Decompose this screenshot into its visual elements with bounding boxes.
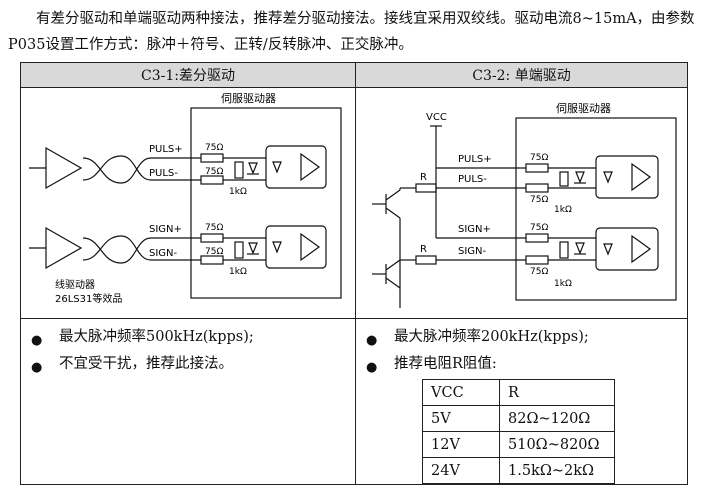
right-puls-pos: PULS+ xyxy=(458,154,492,165)
bullet-dot: ● xyxy=(366,333,378,348)
left-driver-label-2: 26LS31等效品 xyxy=(55,292,122,305)
intro-text: 有差分驱动和单端驱动两种接法，推荐差分驱动接法。接线宜采用双绞线。驱动电流8~1… xyxy=(8,11,695,53)
left-bullet-2: ●不宜受干扰，推荐此接法。 xyxy=(21,352,355,379)
right-vcc: VCC xyxy=(426,112,447,123)
left-r75-d: 75Ω xyxy=(205,247,223,257)
right-r75-d: 75Ω xyxy=(530,267,548,277)
bullet-dot: ● xyxy=(31,360,43,375)
right-r-b: R xyxy=(420,244,427,255)
wiring-table: C3-1:差分驱动 C3-2: 单端驱动 xyxy=(20,62,688,485)
left-sign-neg: SIGN- xyxy=(149,248,178,259)
table-row: 24V 1.5kΩ~2kΩ xyxy=(422,457,615,484)
right-r1k-a: 1kΩ xyxy=(554,205,572,215)
left-r1k-b: 1kΩ xyxy=(229,267,247,277)
left-puls-pos: PULS+ xyxy=(149,144,183,155)
left-r75-a: 75Ω xyxy=(205,143,223,153)
right-r75-a: 75Ω xyxy=(530,153,548,163)
right-servo-label: 伺服驱动器 xyxy=(556,102,611,115)
right-bullet-1: ●最大脉冲频率200kHz(kpps); xyxy=(356,325,687,352)
left-r75-c: 75Ω xyxy=(205,223,223,233)
header-single-ended: C3-2: 单端驱动 xyxy=(355,62,688,88)
right-sign-pos: SIGN+ xyxy=(458,224,491,235)
right-r1k-b: 1kΩ xyxy=(554,279,572,289)
single-ended-wiring-diagram: 伺服驱动器 VCC PULS+ PULS- SIGN+ SIGN- R R 75… xyxy=(372,102,677,308)
table-row: 5V 82Ω~120Ω xyxy=(422,405,615,432)
right-r-a: R xyxy=(420,172,427,183)
resistor-value-table: VCC R 5V 82Ω~120Ω 12V 510Ω~820Ω 24V 1.5k… xyxy=(422,379,615,484)
left-driver-label-1: 线驱动器 xyxy=(55,278,95,291)
table-row: VCC R xyxy=(422,379,615,406)
right-puls-neg: PULS- xyxy=(458,174,487,185)
right-bullet-2: ●推荐电阻R阻值: xyxy=(356,352,687,379)
header-differential: C3-1:差分驱动 xyxy=(20,62,356,88)
differential-notes: ●最大脉冲频率500kHz(kpps); ●不宜受干扰，推荐此接法。 xyxy=(20,318,356,485)
left-servo-label: 伺服驱动器 xyxy=(221,92,276,105)
single-ended-diagram-cell: 伺服驱动器 VCC PULS+ PULS- SIGN+ SIGN- R R 75… xyxy=(355,87,688,319)
table-row: 12V 510Ω~820Ω xyxy=(422,431,615,458)
left-r1k-a: 1kΩ xyxy=(229,187,247,197)
differential-wiring-diagram: 伺服驱动器 PULS+ PULS- SIGN+ SIGN- 75Ω 75Ω 75… xyxy=(29,92,342,305)
right-r75-c: 75Ω xyxy=(530,223,548,233)
right-sign-neg: SIGN- xyxy=(458,246,487,257)
intro-paragraph: 有差分驱动和单端驱动两种接法，推荐差分驱动接法。接线宜采用双绞线。驱动电流8~1… xyxy=(8,6,698,58)
bullet-dot: ● xyxy=(31,333,43,348)
left-sign-pos: SIGN+ xyxy=(149,224,182,235)
left-puls-neg: PULS- xyxy=(149,168,178,179)
left-bullet-1: ●最大脉冲频率500kHz(kpps); xyxy=(21,325,355,352)
bullet-dot: ● xyxy=(366,360,378,375)
right-r75-b: 75Ω xyxy=(530,195,548,205)
differential-diagram-cell: 伺服驱动器 PULS+ PULS- SIGN+ SIGN- 75Ω 75Ω 75… xyxy=(20,87,356,319)
single-ended-notes: ●最大脉冲频率200kHz(kpps); ●推荐电阻R阻值: VCC R 5V … xyxy=(355,318,688,485)
left-r75-b: 75Ω xyxy=(205,167,223,177)
